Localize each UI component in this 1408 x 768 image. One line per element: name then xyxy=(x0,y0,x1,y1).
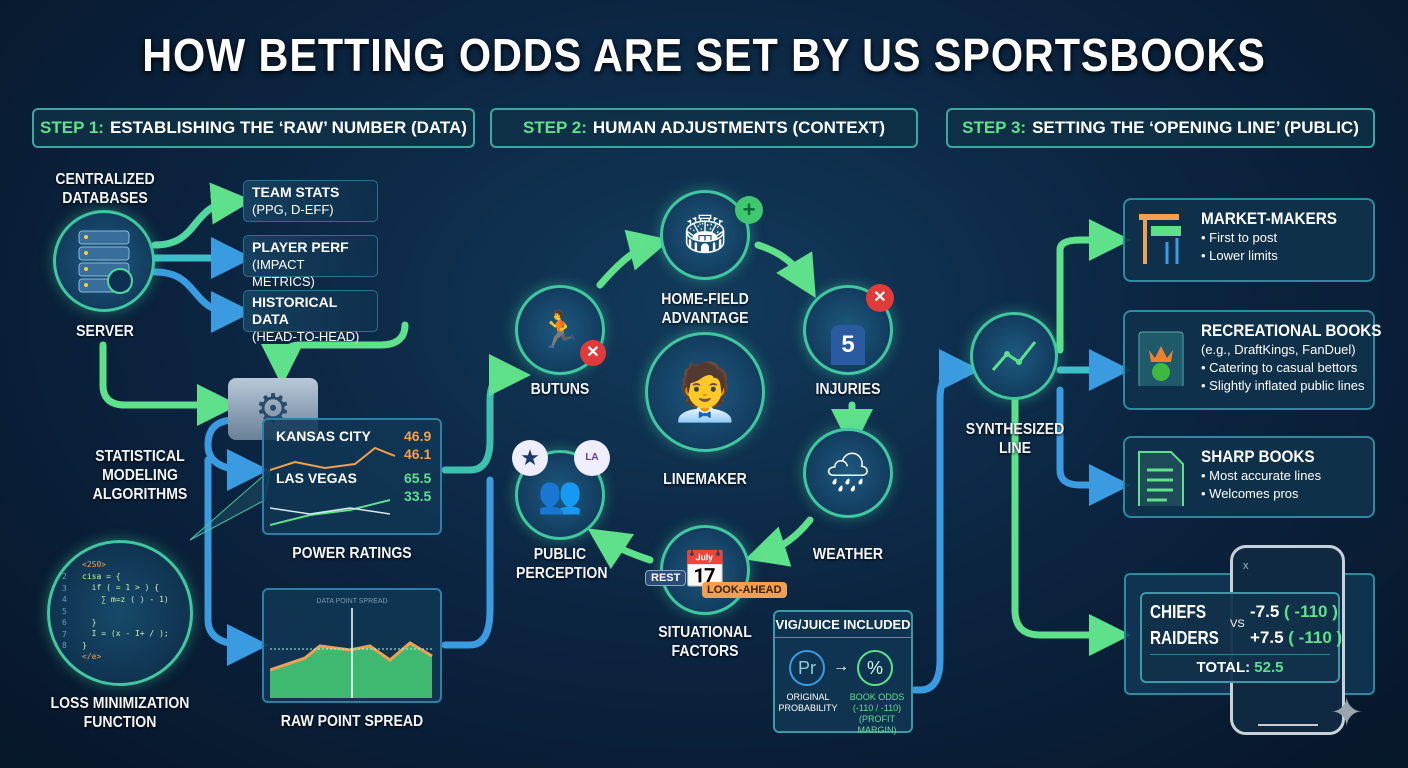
loss-function-label: LOSS MINIMIZATION FUNCTION xyxy=(50,695,190,731)
data-source-historical: HISTORICAL DATA(HEAD-TO-HEAD) xyxy=(243,290,378,344)
step-2-header: STEP 2: HUMAN ADJUSTMENTS (CONTEXT) xyxy=(490,108,918,148)
vig-box: VIG/JUICE INCLUDED Pr → % ORIGINAL PROBA… xyxy=(773,610,913,735)
server-icon xyxy=(53,210,155,312)
data-source-team-stats: TEAM STATS(PPG, D-EFF) xyxy=(243,180,378,222)
juice-chiefs: ( -110 ) xyxy=(1284,602,1338,621)
vig-title: VIG/JUICE INCLUDED xyxy=(775,612,911,638)
team-logo-icon: LA xyxy=(574,440,610,476)
step-1-label: ESTABLISHING THE ‘RAW’ NUMBER (DATA) xyxy=(109,118,467,137)
rating-value: 46.9 xyxy=(404,428,432,444)
x-icon: ✕ xyxy=(866,284,894,312)
injuries-label: INJURIES xyxy=(815,381,881,398)
percent-icon: % xyxy=(857,650,893,686)
home-field-label: HOME-FIELD ADVANTAGE xyxy=(661,291,749,327)
team-name: KANSAS CITY xyxy=(276,428,371,444)
weather-label: WEATHER xyxy=(812,546,884,563)
recreational-books-card: RECREATIONAL BOOKS(e.g., DraftKings, Fan… xyxy=(1123,310,1381,410)
spread-chiefs: -7.5 xyxy=(1250,602,1280,621)
public-perception-label: PUBLIC PERCEPTION xyxy=(516,546,608,582)
x-icon: ✕ xyxy=(580,340,606,366)
rating-value: 33.5 xyxy=(404,488,432,504)
star-team-icon: ★ xyxy=(512,440,548,476)
step-2-prefix: STEP 2: xyxy=(522,118,587,137)
book-crown-icon xyxy=(1138,331,1184,386)
centralized-databases-label: CENTRALIZED DATABASES xyxy=(55,171,155,207)
total-line: TOTAL: 52.5 xyxy=(1150,654,1330,676)
spread-raiders: +7.5 xyxy=(1250,628,1284,647)
code-snippet: <2S0> cisa = { if ( = 1 > ) { ∑ m=z ( ) … xyxy=(82,560,169,661)
step-2-label: HUMAN ADJUSTMENTS (CONTEXT) xyxy=(592,118,886,137)
step-1-prefix: STEP 1: xyxy=(40,118,104,137)
probability-icon: Pr xyxy=(789,650,825,686)
vs-label: VS xyxy=(1230,618,1245,630)
butuns-label: BUTUNS xyxy=(530,381,590,398)
chart-sign-icon xyxy=(1139,214,1181,264)
linemaker-headset-icon: 🧑‍💼 xyxy=(645,332,765,452)
linemaker-label: LINEMAKER xyxy=(663,471,747,488)
raw-spread-chart: DATA POINT SPREAD xyxy=(262,588,442,703)
market-makers-card: MARKET-MAKERS• First to post• Lower limi… xyxy=(1123,198,1375,282)
step-3-label: SETTING THE ‘OPENING LINE’ (PUBLIC) xyxy=(1032,118,1359,137)
stadium-icon: 🏟 xyxy=(660,190,750,280)
team-chiefs: CHIEFS xyxy=(1150,602,1207,622)
situational-label: SITUATIONAL FACTORS xyxy=(658,624,752,660)
juice-raiders: ( -110 ) xyxy=(1288,628,1343,647)
raw-spread-label: RAW POINT SPREAD xyxy=(280,713,424,730)
sharp-books-card: SHARP BOOKS• Most accurate lines• Welcom… xyxy=(1123,436,1375,518)
sparkle-icon: ✦ xyxy=(1330,691,1364,735)
original-probability-label: ORIGINAL PROBABILITY xyxy=(778,692,838,713)
close-icon[interactable]: x xyxy=(1243,560,1249,572)
algorithms-label: STATISTICAL MODELING ALGORITHMS xyxy=(92,448,188,503)
weather-icon: 🌧 xyxy=(803,428,893,518)
power-ratings-panel: KANSAS CITY 46.9 46.1 LAS VEGAS 65.5 33.… xyxy=(262,418,442,535)
server-label: SERVER xyxy=(76,323,134,340)
page-title: HOW BETTING ODDS ARE SET BY US SPORTSBOO… xyxy=(142,29,1266,81)
step-3-prefix: STEP 3: xyxy=(962,118,1027,137)
data-source-player-perf: PLAYER PERF(IMPACT METRICS) xyxy=(243,235,378,289)
rating-value: 46.1 xyxy=(404,446,432,462)
chart-title: DATA POINT SPREAD xyxy=(316,598,388,605)
rest-tag: REST xyxy=(645,570,687,586)
step-1-header: STEP 1: ESTABLISHING THE ‘RAW’ NUMBER (DA… xyxy=(32,108,475,148)
synthesized-line-icon xyxy=(970,312,1058,400)
look-ahead-tag: LOOK-AHEAD xyxy=(702,582,787,598)
synthesized-line-label: SYNTHESIZED LINE xyxy=(965,421,1065,457)
plus-icon: + xyxy=(735,196,763,224)
step-3-header: STEP 3: SETTING THE ‘OPENING LINE’ (PUBLI… xyxy=(946,108,1375,148)
rating-value: 65.5 xyxy=(404,470,432,486)
odds-card: CHIEFS RAIDERS VS -7.5 ( -110 ) +7.5 ( -… xyxy=(1140,592,1343,683)
book-odds-label: BOOK ODDS(-110 / -110)(PROFIT MARGIN) xyxy=(849,692,905,735)
team-name: LAS VEGAS xyxy=(276,470,357,486)
arrow-icon: → xyxy=(833,658,849,675)
document-icon xyxy=(1138,451,1184,506)
team-raiders: RAIDERS xyxy=(1150,628,1219,648)
power-ratings-label: POWER RATINGS xyxy=(292,545,412,562)
